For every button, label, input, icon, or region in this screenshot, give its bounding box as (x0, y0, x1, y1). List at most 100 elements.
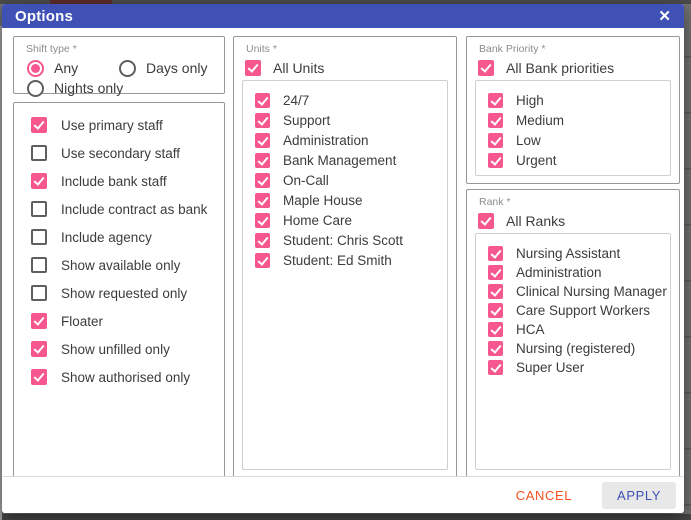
bank-priority-list: High Medium Low Urgent (475, 80, 671, 176)
checkbox-icon (255, 93, 270, 108)
checkbox-option-label: Student: Ed Smith (283, 253, 392, 268)
checkbox-option-label: Use primary staff (61, 117, 163, 133)
options-dialog: Options ✕ Shift type * Any Days only Nig… (2, 4, 684, 513)
checkbox-icon (488, 322, 503, 337)
rank-list: Nursing Assistant Administration Clinica… (475, 233, 671, 470)
all-ranks-checkbox[interactable]: All Ranks (478, 213, 679, 229)
checkbox-icon (488, 265, 503, 280)
all-bank-priorities-label: All Bank priorities (506, 60, 615, 76)
radio-option-label: Days only (146, 60, 208, 76)
checkbox-option[interactable]: High (488, 93, 670, 108)
radio-option[interactable]: Nights only (27, 78, 123, 98)
checkbox-option[interactable]: Nursing (registered) (488, 341, 670, 356)
page-background-left (0, 26, 2, 520)
checkbox-option[interactable]: Administration (255, 133, 447, 148)
checkbox-option[interactable]: Use primary staff (31, 117, 224, 133)
radio-option[interactable]: Days only (119, 58, 207, 78)
shift-type-group: Shift type * Any Days only Nights only (13, 36, 225, 97)
checkbox-icon (31, 117, 47, 133)
radio-option[interactable]: Any (27, 58, 119, 78)
checkbox-option-label: Medium (516, 113, 565, 128)
checkbox-option-label: Include contract as bank (61, 201, 208, 217)
checkbox-option-label: Urgent (516, 153, 557, 168)
checkbox-option[interactable]: Include contract as bank (31, 201, 224, 217)
checkbox-option[interactable]: Bank Management (255, 153, 447, 168)
checkbox-icon (31, 257, 47, 273)
checkbox-option-label: Super User (516, 360, 585, 375)
checkbox-option[interactable]: Include bank staff (31, 173, 224, 189)
checkbox-option-label: Low (516, 133, 541, 148)
checkbox-icon (488, 341, 503, 356)
radio-option-label: Nights only (54, 80, 124, 96)
checkbox-option-label: Show authorised only (61, 369, 191, 385)
checkbox-option[interactable]: Show requested only (31, 285, 224, 301)
checkbox-icon (255, 233, 270, 248)
checkbox-option-label: Administration (516, 265, 602, 280)
checkbox-option-label: Show unfilled only (61, 341, 170, 357)
radio-option-label: Any (54, 60, 79, 76)
shift-type-label: Shift type * (26, 43, 77, 55)
checkbox-option-label: Clinical Nursing Manager (516, 284, 667, 299)
close-icon[interactable]: ✕ (658, 7, 671, 25)
checkbox-icon (31, 145, 47, 161)
checkbox-icon (488, 153, 503, 168)
checkbox-option-label: Home Care (283, 213, 353, 228)
checkbox-icon (255, 253, 270, 268)
all-units-checkbox[interactable]: All Units (245, 60, 456, 76)
checkbox-icon (255, 173, 270, 188)
checkbox-icon (488, 360, 503, 375)
checkbox-icon (31, 201, 47, 217)
checkbox-option[interactable]: Low (488, 133, 670, 148)
checkbox-option[interactable]: Super User (488, 360, 670, 375)
checkbox-icon (488, 133, 503, 148)
checkbox-option-label: Maple House (283, 193, 363, 208)
units-group: Units * All Units 24/7 Support Administr… (233, 36, 457, 478)
checkbox-option[interactable]: Show available only (31, 257, 224, 273)
checkbox-icon (255, 193, 270, 208)
checkbox-icon (255, 133, 270, 148)
checkbox-option-label: Nursing Assistant (516, 246, 621, 261)
checkbox-option-label: 24/7 (283, 93, 310, 108)
filters-group: Use primary staff Use secondary staff In… (13, 102, 225, 478)
checkbox-icon (488, 113, 503, 128)
all-bank-priorities-checkbox[interactable]: All Bank priorities (478, 60, 679, 76)
checkbox-icon (255, 153, 270, 168)
checkbox-icon (488, 93, 503, 108)
checkbox-option[interactable]: On-Call (255, 173, 447, 188)
radio-icon (27, 79, 44, 97)
checkbox-option-label: Nursing (registered) (516, 341, 636, 356)
checkbox-option[interactable]: Nursing Assistant (488, 246, 670, 261)
dialog-footer: CANCEL APPLY (2, 476, 684, 513)
checkbox-option[interactable]: HCA (488, 322, 670, 337)
checkbox-option[interactable]: Show unfilled only (31, 341, 224, 357)
checkbox-option[interactable]: Show authorised only (31, 369, 224, 385)
units-list: 24/7 Support Administration Bank Managem… (242, 80, 448, 470)
checkbox-icon (255, 213, 270, 228)
bank-priority-group: Bank Priority * All Bank priorities High… (466, 36, 680, 184)
apply-button[interactable]: APPLY (602, 481, 676, 509)
checkbox-icon (255, 113, 270, 128)
checkbox-icon (31, 313, 47, 329)
checkbox-option[interactable]: Home Care (255, 213, 447, 228)
checkbox-icon (31, 229, 47, 245)
checkbox-option[interactable]: Support (255, 113, 447, 128)
checkbox-icon (245, 60, 261, 76)
checkbox-option[interactable]: Floater (31, 313, 224, 329)
checkbox-option[interactable]: Include agency (31, 229, 224, 245)
page-background-accent (50, 0, 112, 4)
checkbox-option[interactable]: Maple House (255, 193, 447, 208)
checkbox-option[interactable]: Administration (488, 265, 670, 280)
checkbox-icon (488, 303, 503, 318)
checkbox-option[interactable]: Clinical Nursing Manager (488, 284, 670, 299)
checkbox-option[interactable]: Medium (488, 113, 670, 128)
checkbox-option[interactable]: 24/7 (255, 93, 447, 108)
checkbox-option[interactable]: Student: Chris Scott (255, 233, 447, 248)
page-background-right (683, 0, 691, 520)
checkbox-option-label: Include bank staff (61, 173, 167, 189)
checkbox-icon (31, 369, 47, 385)
checkbox-option[interactable]: Student: Ed Smith (255, 253, 447, 268)
cancel-button[interactable]: CANCEL (515, 487, 573, 503)
checkbox-option[interactable]: Urgent (488, 153, 670, 168)
checkbox-option[interactable]: Use secondary staff (31, 145, 224, 161)
checkbox-option[interactable]: Care Support Workers (488, 303, 670, 318)
